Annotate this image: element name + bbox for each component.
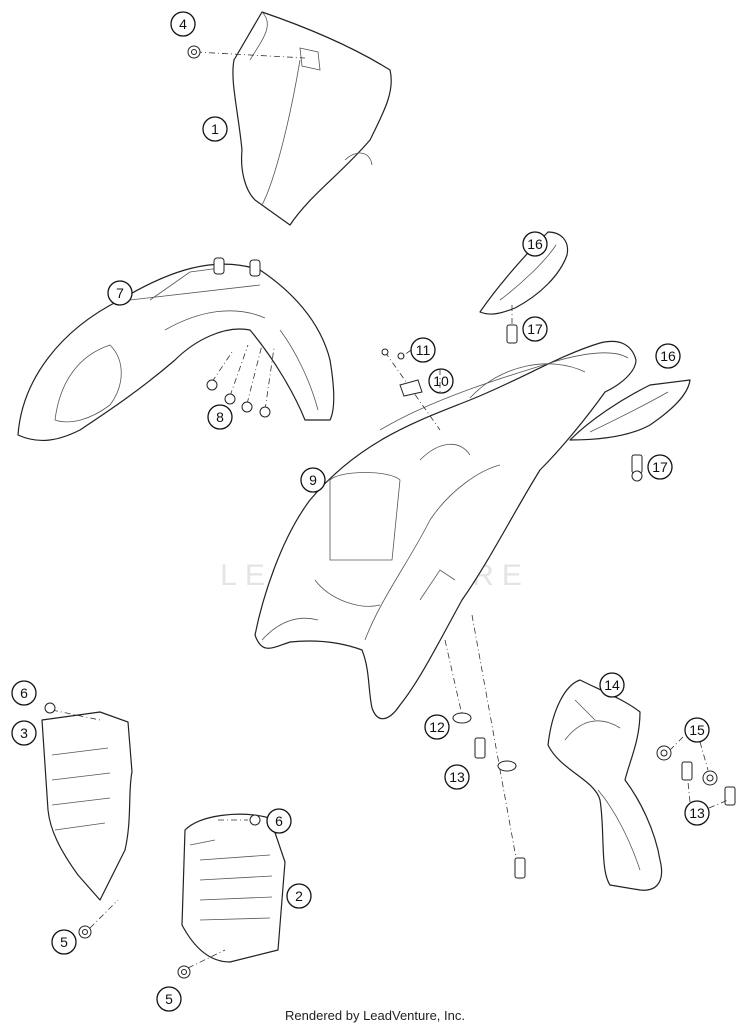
leader-13a bbox=[687, 781, 691, 803]
svg-text:16: 16 bbox=[660, 348, 676, 364]
callout-16: 16 bbox=[522, 231, 548, 257]
svg-text:17: 17 bbox=[652, 459, 668, 475]
callout-6: 6 bbox=[11, 680, 37, 706]
callout-17: 17 bbox=[647, 454, 673, 480]
side-cover-lower bbox=[569, 379, 691, 441]
mudflap bbox=[547, 679, 663, 891]
svg-text:4: 4 bbox=[179, 16, 187, 32]
svg-text:13: 13 bbox=[689, 805, 705, 821]
callout-9: 9 bbox=[300, 467, 326, 493]
svg-text:10: 10 bbox=[433, 373, 449, 389]
svg-text:14: 14 bbox=[604, 677, 620, 693]
callout-8: 8 bbox=[207, 404, 233, 430]
svg-text:5: 5 bbox=[60, 934, 68, 950]
svg-text:5: 5 bbox=[165, 991, 173, 1007]
footer-credit: Rendered by LeadVenture, Inc. bbox=[285, 1008, 465, 1023]
front-number-plate bbox=[232, 11, 392, 226]
washers-12 bbox=[452, 712, 517, 772]
callout-4: 4 bbox=[170, 11, 196, 37]
svg-text:12: 12 bbox=[429, 719, 445, 735]
radiator-shroud-left bbox=[41, 711, 133, 901]
leader-15a bbox=[669, 736, 684, 751]
side-cover-upper bbox=[479, 231, 569, 315]
svg-text:13: 13 bbox=[449, 769, 465, 785]
callout-5: 5 bbox=[156, 986, 182, 1012]
callout-14: 14 bbox=[599, 672, 625, 698]
svg-text:7: 7 bbox=[116, 285, 124, 301]
nut-5-left bbox=[78, 925, 92, 939]
screws-8 bbox=[206, 344, 275, 418]
screws-13-center bbox=[474, 737, 526, 879]
callout-15: 15 bbox=[684, 717, 710, 743]
rear-fender bbox=[254, 340, 637, 720]
bolt-4 bbox=[187, 45, 201, 59]
svg-text:6: 6 bbox=[275, 813, 283, 829]
callout-2: 2 bbox=[286, 883, 312, 909]
front-fender bbox=[17, 257, 335, 441]
callout-12: 12 bbox=[424, 714, 450, 740]
callout-6: 6 bbox=[266, 808, 292, 834]
bracket-10 bbox=[399, 379, 423, 397]
svg-text:16: 16 bbox=[527, 236, 543, 252]
screw-11 bbox=[381, 348, 405, 360]
svg-text:8: 8 bbox=[216, 409, 224, 425]
screw-6-left bbox=[44, 702, 56, 714]
callout-5: 5 bbox=[51, 929, 77, 955]
callout-17: 17 bbox=[522, 316, 548, 342]
washers-15 bbox=[656, 745, 718, 786]
callout-11: 11 bbox=[410, 337, 436, 363]
svg-text:2: 2 bbox=[295, 888, 303, 904]
screw-17-upper bbox=[506, 324, 518, 344]
callout-16: 16 bbox=[655, 343, 681, 369]
callout-3: 3 bbox=[11, 720, 37, 746]
svg-text:3: 3 bbox=[20, 725, 28, 741]
screw-17-lower bbox=[631, 454, 643, 482]
svg-text:9: 9 bbox=[309, 472, 317, 488]
svg-text:15: 15 bbox=[689, 722, 705, 738]
leader-15b bbox=[699, 741, 709, 771]
leader-13b bbox=[708, 799, 729, 809]
screw-6-right bbox=[249, 814, 261, 826]
callout-13: 13 bbox=[684, 800, 710, 826]
callout-10: 10 bbox=[428, 368, 454, 394]
leader-11 bbox=[402, 349, 412, 357]
radiator-shroud-right bbox=[181, 813, 286, 963]
callout-7: 7 bbox=[107, 280, 133, 306]
nut-5-right bbox=[177, 965, 191, 979]
callout-1: 1 bbox=[202, 116, 228, 142]
svg-text:1: 1 bbox=[211, 121, 219, 137]
callout-13: 13 bbox=[444, 764, 470, 790]
svg-text:11: 11 bbox=[416, 342, 431, 358]
svg-text:6: 6 bbox=[20, 685, 28, 701]
svg-text:17: 17 bbox=[527, 321, 543, 337]
screws-13-right bbox=[681, 761, 736, 806]
